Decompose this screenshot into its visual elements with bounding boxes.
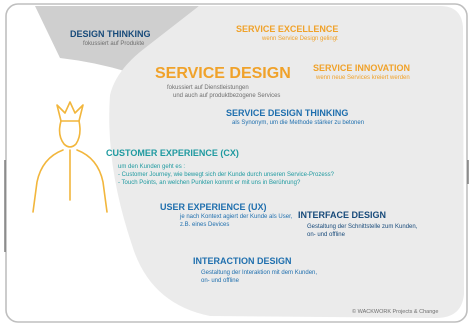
service-design-subtitle-2: und auch auf produktbezogene Services	[173, 93, 281, 99]
interface-design-subtitle-1: Gestaltung der Schnittstelle zum Kunden,	[307, 224, 418, 230]
service-design-thinking-title: SERVICE DESIGN THINKING	[226, 108, 349, 118]
interface-design-subtitle-2: on- und offline	[307, 232, 345, 238]
customer-experience-title: CUSTOMER EXPERIENCE (CX)	[106, 148, 239, 158]
crowned-person-icon	[32, 101, 108, 213]
user-experience-subtitle-2: z.B. eines Devices	[180, 222, 230, 228]
user-experience-title: USER EXPERIENCE (UX)	[160, 202, 267, 212]
interaction-design-title: INTERACTION DESIGN	[193, 256, 292, 266]
service-design-subtitle-1: fokussiert auf Dienstleistungen	[167, 85, 249, 91]
customer-experience-subtitle-1: um den Kunden geht es :	[118, 164, 186, 170]
service-innovation-subtitle: wenn neue Services kreiert werden	[316, 75, 410, 81]
customer-experience-subtitle-2: - Customer Journey, wie bewegt sich der …	[118, 172, 334, 178]
service-excellence-title: SERVICE EXCELLENCE	[236, 24, 339, 34]
interaction-design-subtitle-2: on- und offline	[201, 278, 239, 284]
design-thinking-wedge	[35, 6, 199, 72]
design-thinking-subtitle: fokussiert auf Produkte	[83, 41, 145, 47]
service-excellence-subtitle: wenn Service Design gelingt	[262, 36, 338, 42]
interaction-design-subtitle-1: Gestaltung der Interaktion mit dem Kunde…	[201, 270, 318, 276]
copyright-note: © WACKWORK Projects & Change	[352, 309, 439, 315]
user-experience-subtitle-1: je nach Kontext agiert der Kunde als Use…	[180, 214, 293, 220]
service-design-cloud	[109, 6, 464, 318]
service-innovation-title: SERVICE INNOVATION	[313, 63, 411, 73]
customer-experience-subtitle-3: - Touch Points, an welchen Punkten kommt…	[118, 180, 301, 186]
design-thinking-title: DESIGN THINKING	[70, 29, 151, 39]
service-design-thinking-subtitle: als Synonym, um die Methode stärker zu b…	[232, 120, 365, 126]
service-design-title: SERVICE DESIGN	[155, 65, 291, 82]
interface-design-title: INTERFACE DESIGN	[298, 210, 387, 220]
